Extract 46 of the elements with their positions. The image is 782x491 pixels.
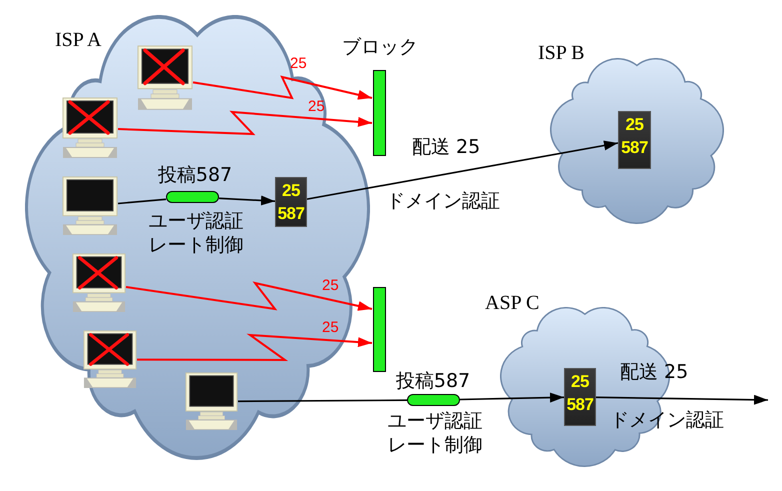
computer-icon (62, 176, 118, 236)
block-bar (373, 287, 386, 372)
crossed-computer-icon (72, 253, 126, 313)
capsule-shape (407, 394, 460, 406)
port-number: 587 (276, 203, 306, 225)
capsule-shape (166, 191, 219, 203)
server-box (564, 368, 596, 426)
node-label: ユーザ認証 (148, 210, 244, 233)
arrow (460, 392, 564, 403)
cloud-heading: ASP C (485, 292, 540, 314)
arrow (137, 334, 372, 361)
port-number: 587 (566, 394, 594, 416)
node-label: 投稿587 (394, 370, 472, 393)
computer-icon (185, 372, 238, 431)
connector-line (118, 198, 166, 204)
arrow (306, 140, 618, 200)
arrow (218, 195, 276, 206)
server-box (275, 177, 307, 227)
text-label: ドメイン認証 (386, 190, 500, 213)
arrow (118, 110, 372, 136)
crossed-computer-icon (137, 45, 193, 111)
cloud-heading: ISP A (55, 29, 102, 51)
port-number: 25 (624, 114, 644, 136)
port-number: 587 (620, 137, 649, 159)
edge-label: 25 (290, 54, 307, 74)
block-bar (373, 70, 386, 156)
node-label: レート制御 (148, 234, 244, 257)
text-label: ドメイン認証 (610, 409, 724, 432)
server-box (618, 111, 651, 169)
edge-label: 配送 25 (412, 136, 480, 159)
arrow (126, 281, 372, 311)
node-label: ブロック (341, 36, 419, 59)
cloud-heading: ISP B (538, 42, 585, 64)
edge-label: 25 (322, 276, 339, 296)
edge-label: 25 (322, 318, 339, 338)
crossed-computer-icon (62, 97, 118, 159)
edge-label: 25 (308, 97, 325, 117)
node-label: ユーザ認証 (386, 410, 484, 433)
arrow (192, 76, 372, 100)
node-label: 投稿587 (156, 164, 234, 187)
node-label: レート制御 (386, 434, 484, 457)
port-number: 25 (570, 371, 590, 393)
port-number: 25 (281, 180, 301, 202)
crossed-computer-icon (83, 330, 137, 389)
arrow (596, 394, 768, 405)
connector-line (238, 399, 407, 402)
